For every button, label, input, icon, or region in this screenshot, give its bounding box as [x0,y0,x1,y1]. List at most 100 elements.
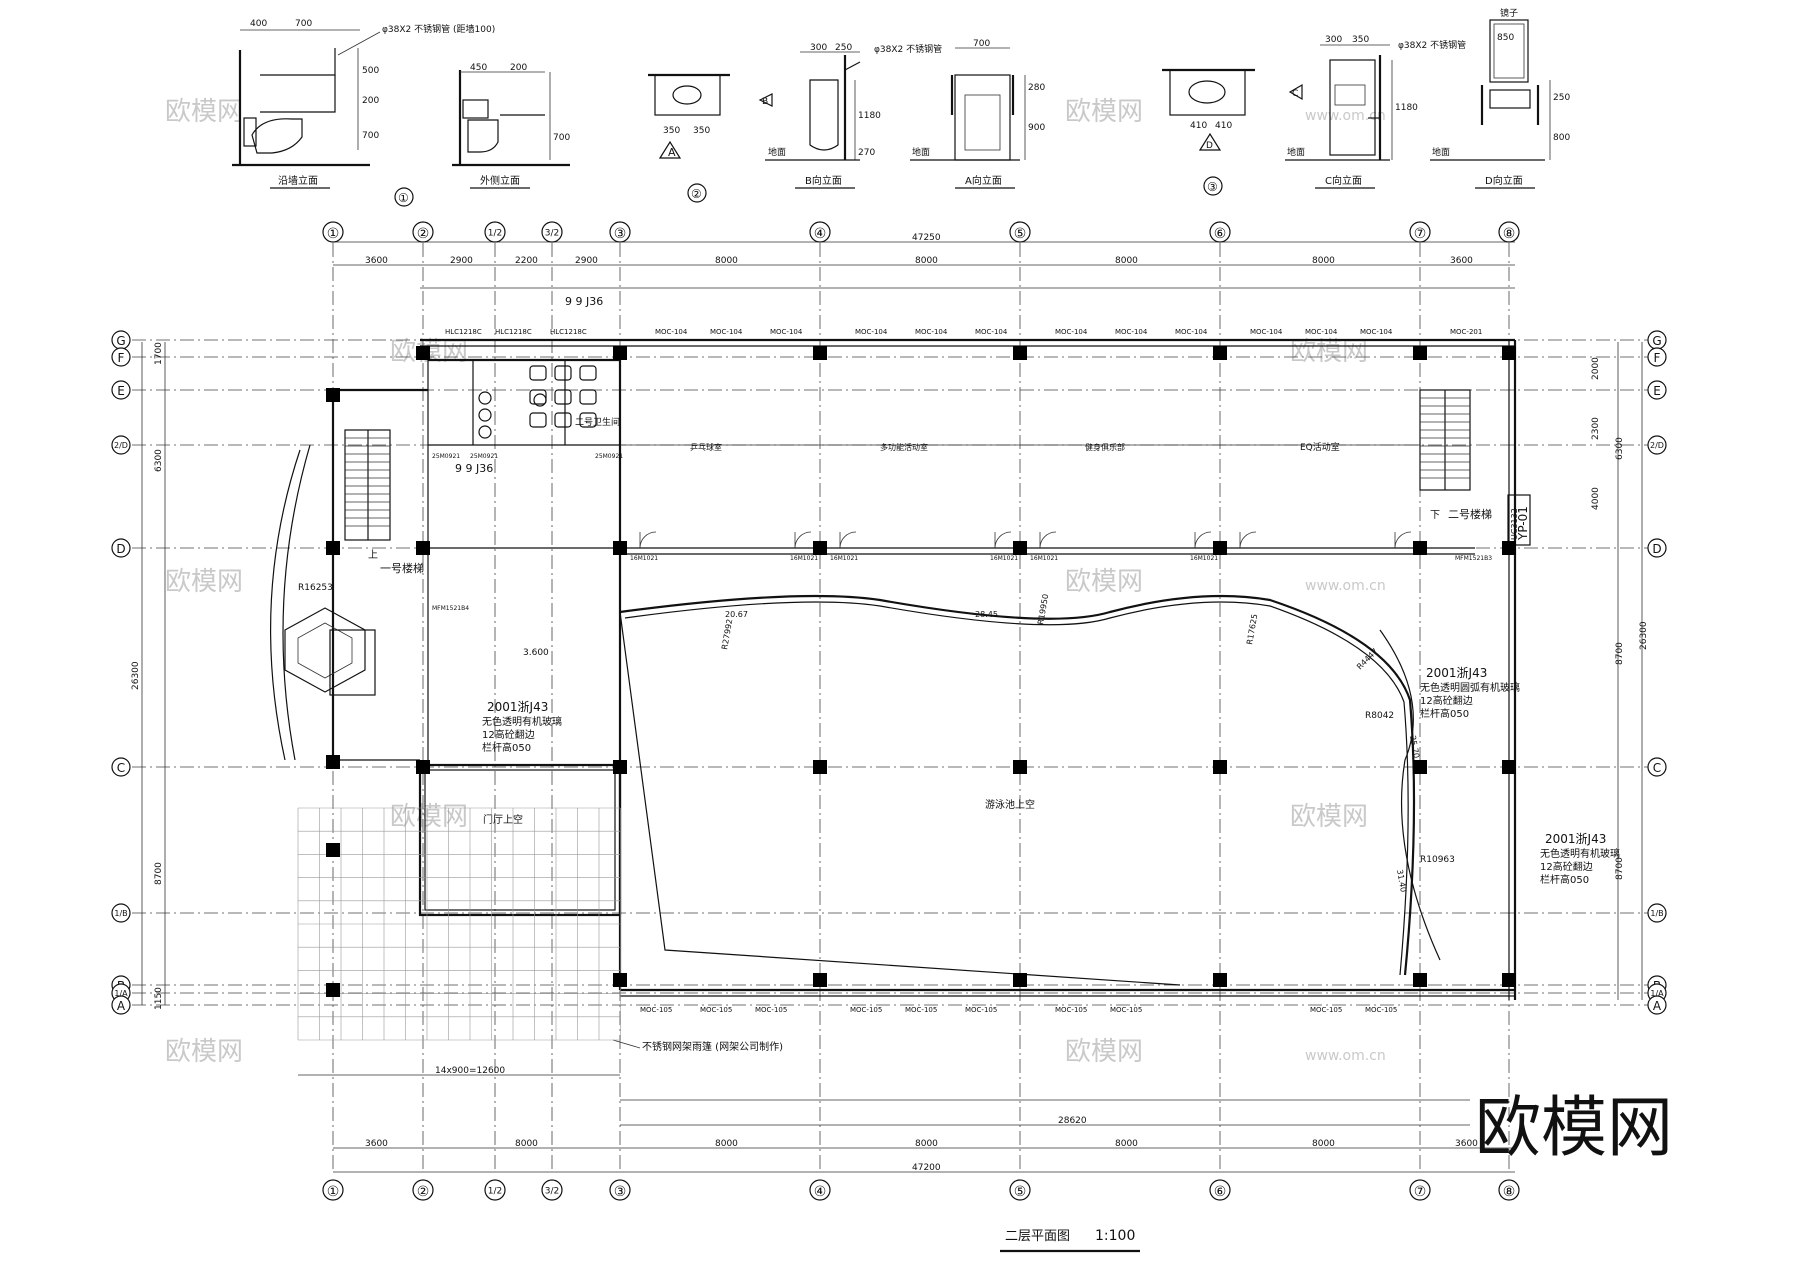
window-tag: MOC-104 [915,328,948,336]
left-sub-dim: 1700 [154,342,164,365]
axis-bubble [541,1179,563,1201]
door-tag: 16M1021 [990,555,1018,562]
axis-bubble [1647,995,1667,1015]
room-label: EQ活动室 [1300,441,1340,453]
column [613,760,627,774]
axis-label: ⑤ [1014,1184,1027,1200]
axis-bubble [1647,380,1667,400]
top-span-dim: 2200 [515,256,538,266]
column [613,346,627,360]
detail-1-id: ① [398,191,409,205]
bottom-span-dim: 8000 [1115,1139,1138,1149]
top-span-dim: 8000 [1115,256,1138,266]
right-sub-dim: 8700 [1615,857,1625,880]
axis-label: F [118,351,125,365]
axis-bubble [1498,1179,1520,1201]
column [326,541,340,555]
bottom-total-dim: 47200 [912,1163,941,1173]
detail-2-dim: 900 [1028,123,1045,133]
svg-text:欧模网: 欧模网 [1065,1037,1143,1067]
glass-line2: 12高砼翻边 [1420,694,1473,707]
ground-label: 地面 [1287,146,1305,158]
top-span-dim: 8000 [1312,256,1335,266]
axis-bubble [412,1179,434,1201]
curve-label: 31.40 [1395,869,1408,893]
axis-label: ③ [614,226,627,242]
window-tag: MOC-105 [700,1006,732,1014]
axis-label: 3/2 [545,229,559,239]
window-tag: MOC-104 [1055,328,1088,336]
column [1213,541,1227,555]
axis-label: 1/2 [488,1187,502,1197]
curve-label: R19950 [1036,593,1050,625]
door-swing [794,531,812,549]
curve-label: 25.70 [1408,735,1421,759]
detail-3-dim: 410 [1215,121,1232,131]
detail-1-dim: 700 [295,19,312,29]
pool-void-label: 游泳池上空 [985,798,1035,811]
left-total-dim: 26300 [131,661,141,690]
column [813,760,827,774]
window-tag: MOC-105 [1055,1006,1087,1014]
detail-3-dim: 300 [1325,35,1342,45]
axis-label: ⑦ [1414,226,1427,242]
detail-1-dim: 500 [362,66,379,76]
axis-label: 1/B [1650,909,1663,918]
top-span-dim: 8000 [715,256,738,266]
axis-bubble [322,1179,344,1201]
column [1213,346,1227,360]
stair-1-up: 上 [368,549,378,561]
right-sub-dim: 2000 [1591,357,1601,380]
window-tag: MOC-104 [855,328,888,336]
axis-bubble [111,995,131,1015]
axis-bubble [1409,1179,1431,1201]
canopy-grid: 不锈钢网架雨篷 (网架公司制作) [297,807,783,1053]
axis-label: ① [327,1184,340,1200]
drawing-scale: 1:100 [1095,1228,1135,1244]
window-tag: MOC-104 [975,328,1008,336]
detail-2-dim: 300 [810,43,827,53]
bottom-span-dim: 3600 [1455,1139,1478,1149]
canopy-note: 不锈钢网架雨篷 (网架公司制作) [642,1040,783,1053]
glass-line1: 无色透明有机玻璃 [482,715,562,728]
svg-text:C: C [1292,89,1298,99]
curve-label: R17625 [1245,613,1259,645]
detail-2-dim: 350 [693,126,710,136]
column [813,973,827,987]
window-tag: MOC-105 [905,1006,937,1014]
glass-line1: 无色透明有机玻璃 [1540,847,1620,860]
column [1413,541,1427,555]
axis-bubble [484,1179,506,1201]
axis-label: D [1652,542,1661,556]
door-tag: 25M0921 [470,453,498,460]
window-tag: MOC-105 [965,1006,997,1014]
bottom-span-dim: 8000 [915,1139,938,1149]
axis-bubble [1647,347,1667,367]
svg-text:欧模网: 欧模网 [165,97,243,127]
detail-1: 400 700 500 200 700 φ38X2 不锈钢管 (距墙100) 沿… [232,19,570,207]
axis-bubble [484,221,506,243]
column [613,973,627,987]
column [1013,760,1027,774]
axis-label: ② [417,226,430,242]
axis-bubble [809,221,831,243]
glass-line2: 12高砼翻边 [1540,860,1593,873]
curve-label: 28.45 [975,610,998,619]
detail-2-dim: 700 [973,39,990,49]
axis-bubble [1647,903,1667,923]
top-span-dim: 8000 [915,256,938,266]
axis-bubble [1647,757,1667,777]
pool-void: 20.67 28.45 R27992 R19950 R17625 R4447 R… [619,593,1455,986]
axis-bubble [322,221,344,243]
column [613,541,627,555]
axis-bubble [1009,221,1031,243]
detail-1-caption-b: 外侧立面 [480,174,520,187]
right-total-dim: 26300 [1639,621,1649,650]
top-span-dim: 2900 [450,256,473,266]
axis-bubble [111,347,131,367]
door-tag: MFM1521B3 [1455,555,1492,562]
